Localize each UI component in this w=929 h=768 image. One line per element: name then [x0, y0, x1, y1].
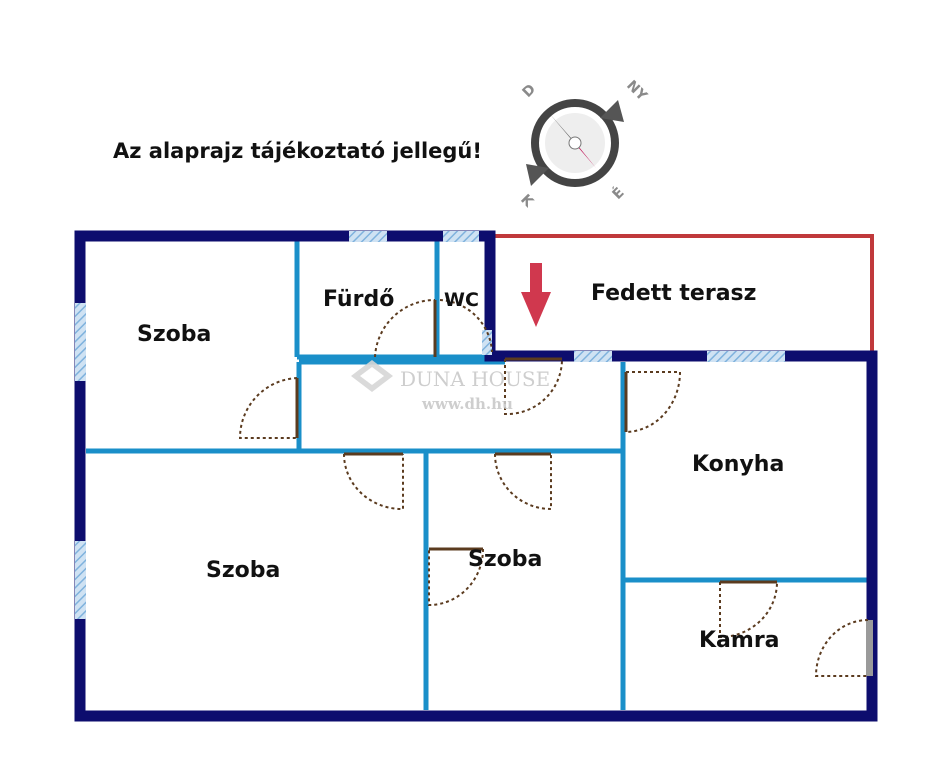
windows: [75, 231, 785, 619]
room-label-wc: WC: [444, 289, 479, 311]
compass-label-k: K: [517, 192, 537, 212]
duna-house-logo-icon: [351, 360, 393, 392]
room-label-kamra: Kamra: [699, 628, 780, 653]
disclaimer-text: Az alaprajz tájékoztató jellegű!: [113, 139, 482, 163]
inner-walls: [86, 240, 868, 710]
entrance-arrow-icon: [521, 263, 551, 327]
doors: [238, 298, 873, 677]
room-label-szoba-3: Szoba: [468, 547, 542, 572]
watermark: DUNA HOUSE www.dh.hu: [351, 360, 550, 413]
room-label-szoba-1: Szoba: [137, 322, 211, 347]
room-label-furdo: Fürdő: [323, 287, 394, 312]
compass-icon: D NY K É: [517, 78, 650, 212]
room-label-szoba-2: Szoba: [206, 558, 280, 583]
room-label-fedett-terasz: Fedett terasz: [591, 281, 756, 306]
compass-label-ny: NY: [623, 78, 650, 105]
outer-walls: [74, 230, 878, 722]
watermark-brand: DUNA HOUSE: [400, 367, 550, 391]
room-label-konyha: Konyha: [692, 452, 784, 477]
compass-label-d: D: [520, 81, 540, 101]
watermark-url: www.dh.hu: [421, 395, 513, 413]
terrace-walls: [492, 234, 874, 352]
compass-label-e: É: [609, 184, 628, 203]
